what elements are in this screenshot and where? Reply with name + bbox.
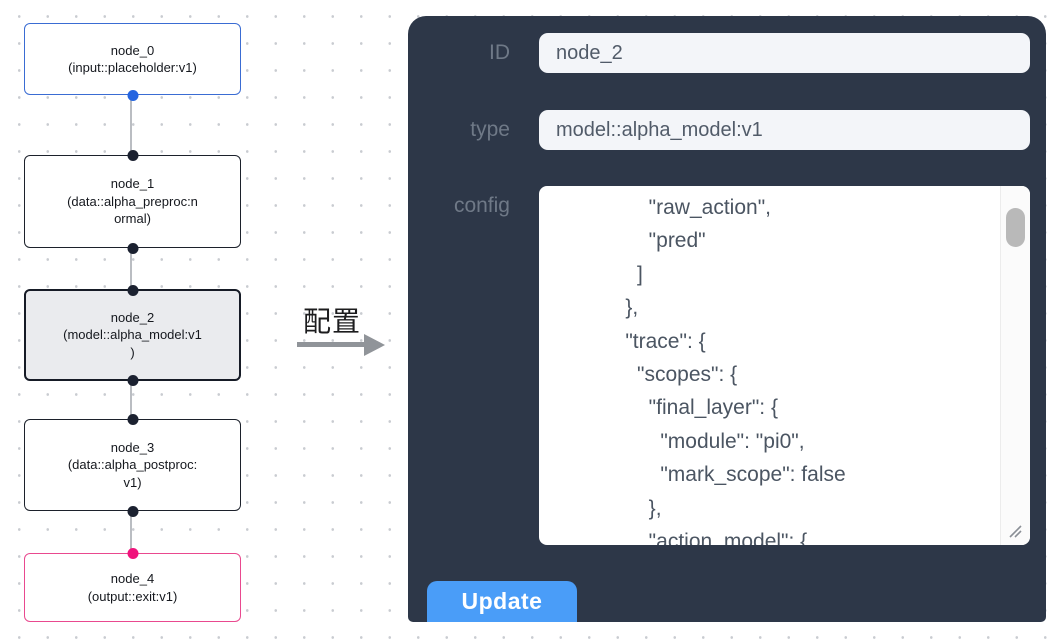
config-json-text: "raw_action", "pred" ] }, "trace": { "sc… (625, 196, 846, 545)
type-field-label: type (470, 118, 510, 141)
config-scrollbar-thumb[interactable] (1006, 208, 1025, 247)
right-arrow-icon (297, 342, 364, 347)
node-subtitle: (input::placeholder:v1) (68, 60, 197, 75)
flow-node-node_3[interactable]: node_3 (data::alpha_postproc: v1) (24, 413, 241, 517)
node-title: node_0 (110, 42, 155, 58)
node-subtitle: (output::exit:v1) (87, 588, 178, 604)
flow-node-node_0[interactable]: node_0 (input::placeholder:v1) (24, 23, 241, 101)
update-button[interactable]: Update (427, 581, 577, 622)
output-port[interactable] (127, 374, 138, 386)
transition-label: 配置 (302, 306, 361, 337)
node-title: node_1 (110, 176, 155, 192)
node-label: node_0 (input::placeholder:v1) (25, 42, 240, 77)
input-port[interactable] (127, 284, 138, 296)
output-port[interactable] (127, 89, 138, 101)
edge-node0-node1 (130, 95, 132, 155)
config-panel: ID node_2 type model::alpha_model:v1 con… (408, 16, 1046, 622)
node-subtitle: (data::alpha_preproc:n ormal) (67, 193, 198, 227)
node-label: node_3 (data::alpha_postproc: v1) (25, 439, 240, 492)
output-port[interactable] (127, 505, 138, 517)
node-title: node_4 (110, 571, 155, 586)
node-label: node_2 (model::alpha_model:v1 ) (26, 309, 239, 362)
flow-node-node_4[interactable]: node_4 (output::exit:v1) (24, 547, 241, 622)
node-title: node_2 (110, 309, 155, 325)
node-label: node_1 (data::alpha_preproc:n ormal) (25, 175, 240, 228)
config-resize-handle[interactable] (1008, 524, 1023, 539)
output-port[interactable] (127, 242, 138, 254)
flow-node-node_2[interactable]: node_2 (model::alpha_model:v1 ) (24, 284, 241, 386)
input-port[interactable] (127, 149, 138, 161)
node-title: node_3 (110, 439, 155, 455)
input-port[interactable] (127, 413, 138, 425)
node-label: node_4 (output::exit:v1) (25, 570, 240, 605)
type-input[interactable]: model::alpha_model:v1 (539, 110, 1030, 150)
node-subtitle: (data::alpha_postproc: v1) (67, 457, 198, 490)
input-port[interactable] (127, 547, 138, 559)
config-field-label: config (453, 194, 510, 217)
edge-node3-node4 (130, 511, 132, 553)
edge-node1-node2 (130, 248, 132, 289)
edge-node2-node3 (130, 381, 132, 419)
flow-node-node_1[interactable]: node_1 (data::alpha_preproc:n ormal) (24, 149, 241, 254)
id-input[interactable]: node_2 (539, 33, 1030, 73)
type-input-value: model::alpha_model:v1 (556, 119, 763, 141)
node-subtitle: (model::alpha_model:v1 ) (63, 327, 202, 360)
id-input-value: node_2 (556, 42, 623, 64)
id-field-label: ID (489, 41, 510, 64)
config-textarea[interactable]: "raw_action", "pred" ] }, "trace": { "sc… (539, 186, 1030, 545)
update-button-label: Update (461, 588, 543, 614)
right-arrow-head-icon (364, 333, 385, 356)
